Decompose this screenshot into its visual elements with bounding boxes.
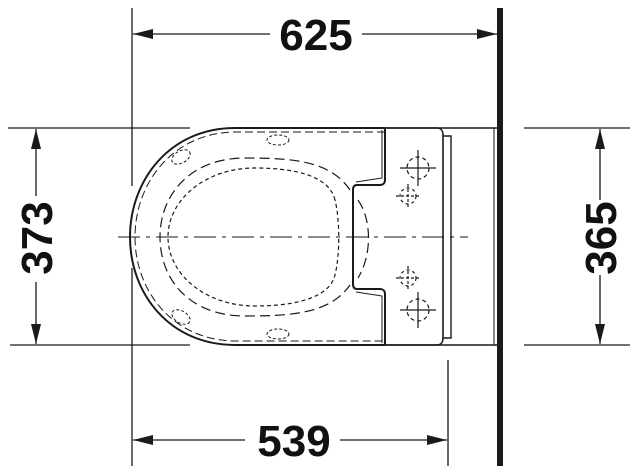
dimension-label-365: 365 — [577, 201, 626, 274]
dimension-label-373: 373 — [13, 201, 62, 274]
fixing-holes — [396, 150, 436, 328]
dimension-label-625: 625 — [279, 11, 352, 60]
dimension-373: 373 — [13, 129, 62, 344]
toilet-seat-lines — [159, 157, 370, 317]
hinge-plate — [352, 127, 497, 346]
fixing-hole-top-large — [400, 150, 436, 186]
fixing-hole-bottom-large — [400, 292, 436, 328]
seat-bumpers — [171, 134, 290, 340]
fixing-hole-bottom-small — [396, 266, 420, 290]
fixing-hole-top-small — [396, 184, 420, 208]
dimension-label-539: 539 — [257, 417, 330, 466]
wall-line — [497, 8, 503, 466]
dimension-539: 539 — [133, 417, 447, 466]
toilet-bowl-outline — [128, 127, 385, 346]
extension-lines — [8, 8, 630, 466]
dimension-625: 625 — [133, 11, 497, 60]
dimension-365: 365 — [577, 129, 626, 344]
